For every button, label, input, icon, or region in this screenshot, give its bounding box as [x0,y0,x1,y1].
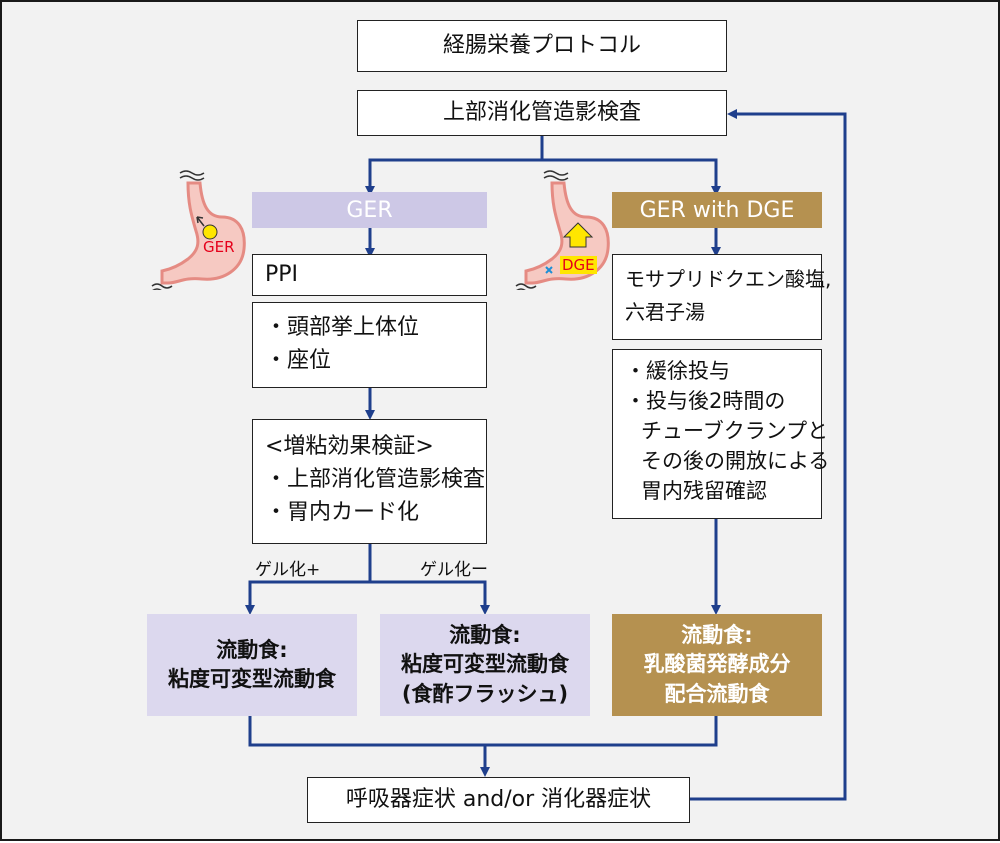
drug-rikkunshito: 六君子湯 [625,300,705,324]
method-item-clamp: チューブクランプと [641,419,829,443]
symptoms-box: 呼吸器症状 and/or 消化器症状 [307,777,690,823]
protocol-title-text: 経腸栄養プロトコル [442,33,641,59]
thickening-verification-box: <増粘効果検証> ・上部消化管造影検査 ・胃内カード化 [252,419,487,544]
ger-stomach-label: GER [203,238,235,256]
verification-item-card: ・胃内カード化 [265,500,420,525]
method-item-two-hours: ・投与後2時間の [625,389,786,413]
gel-minus-label: ゲル化ー [420,560,488,580]
ger-stomach-illustration [151,170,246,290]
diet-c-line-1: 流動食: [681,622,753,647]
ger-category-label: GER [346,197,393,223]
diet-c-line-2: 乳酸菌発酵成分 [643,652,791,677]
position-box: ・頭部挙上体位 ・座位 [252,302,487,388]
prokinetic-drugs-box: モサプリドクエン酸塩, 六君子湯 [612,254,832,340]
verification-heading: <増粘効果検証> [265,434,434,459]
dge-stomach-label: DGE [560,256,597,274]
diet-a-line-2: 粘度可変型流動食 [168,667,336,691]
ger-dge-category-label: GER with DGE [639,197,795,223]
diet-b-line-3: (食酢フラッシュ) [401,681,569,706]
diet-box-vinegar-flush: 流動食: 粘度可変型流動食 (食酢フラッシュ) [380,614,590,716]
ger-dge-category-band: GER with DGE [612,192,822,228]
diet-a-line-1: 流動食: [216,637,288,662]
method-item-release: その後の開放による [641,449,830,473]
diet-b-line-2: 粘度可変型流動食 [401,652,569,677]
gel-plus-label: ゲル化+ [255,560,321,580]
ger-category-band: GER [252,192,487,228]
administration-method-box: ・緩徐投与 ・投与後2時間の チューブクランプと その後の開放による 胃内残留確… [612,349,830,519]
diet-box-viscosity: 流動食: 粘度可変型流動食 [147,614,357,716]
ppi-box: PPI [252,254,487,296]
method-item-slow: ・緩徐投与 [625,359,730,383]
position-item-sitting: ・座位 [265,348,332,373]
arrow-verify-to-diet-b [370,580,490,615]
verification-item-exam: ・上部消化管造影検査 [265,467,486,492]
position-item-head-elevation: ・頭部挙上体位 [265,315,420,340]
ppi-text: PPI [265,262,299,288]
diet-c-line-3: 配合流動食 [664,681,770,706]
drug-mosapride: モサプリドクエン酸塩, [625,267,832,291]
arrow-verify-split [245,543,372,615]
symptoms-text: 呼吸器症状 and/or 消化器症状 [345,787,652,813]
exam-text: 上部消化管造影検査 [442,100,641,126]
diet-box-fermented: 流動食: 乳酸菌発酵成分 配合流動食 [612,614,822,716]
arrow-exam-split [365,135,544,196]
arrow-feedback-loop [690,109,847,801]
arrow-exam-to-dge [542,158,721,196]
protocol-title: 経腸栄養プロトコル [357,20,727,72]
diet-b-line-1: 流動食: [449,622,521,647]
method-item-residual: 胃内残留確認 [641,479,767,503]
arrow-merge-to-symptoms [248,715,718,772]
exam-box: 上部消化管造影検査 [357,90,727,136]
